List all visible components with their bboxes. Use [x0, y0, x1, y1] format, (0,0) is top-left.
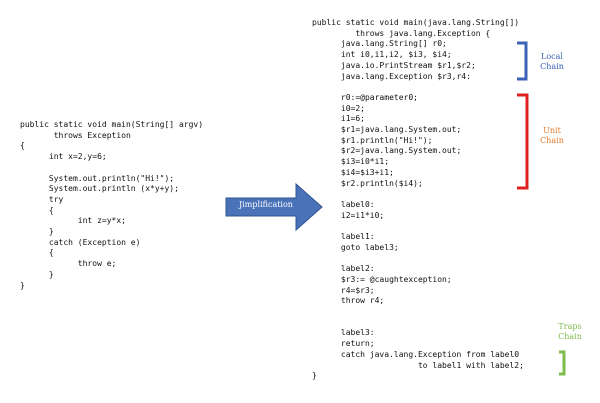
jimple-code-line: i2=i1*i0;: [312, 210, 385, 220]
jimple-code-line: $r1.println("Hi!");: [312, 135, 433, 145]
java-code-line: System.out.println("Hi!");: [20, 173, 175, 183]
jimple-code-line: java.lang.Exception $r3,r4:: [312, 71, 471, 81]
jimple-code-line: catch java.lang.Exception from label0: [312, 349, 520, 359]
unit-chain-bracket: [517, 93, 529, 190]
java-code-line: {: [20, 248, 54, 258]
jimple-code-line: i1=6;: [312, 114, 365, 124]
java-code-line: int z=y*x;: [20, 216, 126, 226]
jimple-code-line: r0:=@parameter0;: [312, 92, 418, 102]
jimple-code-line: public static void main(java.lang.String…: [312, 18, 520, 27]
java-code-line: {: [20, 141, 25, 151]
jimple-code-line: java.io.PrintStream $r1,$r2;: [312, 60, 476, 70]
java-code-line: }: [20, 280, 25, 290]
unit-chain-label-line: Unit: [543, 126, 561, 135]
jimple-code-line: $r1=java.lang.System.out;: [312, 125, 462, 135]
jimplification-arrow: [225, 182, 323, 232]
jimple-code-line: label0:: [312, 199, 375, 209]
jimple-code-line: i0=2;: [312, 103, 365, 113]
traps-chain-bracket: [559, 350, 566, 376]
jimple-code-line: int i0,i1,i2, $i3, $i4;: [312, 50, 452, 60]
jimple-code-line: label3:: [312, 328, 375, 338]
java-code-line: public static void main(String[] argv): [20, 120, 204, 129]
java-code-line: {: [20, 205, 54, 215]
unit-chain-label-line: Chain: [540, 136, 564, 145]
jimple-code-line: throw r4;: [312, 296, 385, 306]
traps-chain-label-line: Traps: [558, 322, 582, 331]
local-chain-label-line: Chain: [540, 62, 564, 71]
jimple-code-line: java.lang.String[] r0;: [312, 39, 447, 49]
traps-chain-label-line: Chain: [558, 332, 582, 341]
java-source-code: public static void main(String[] argv) t…: [20, 120, 203, 291]
local-chain-label-line: Local: [541, 52, 563, 61]
jimple-code-line: $r2=java.lang.System.out;: [312, 146, 462, 156]
java-code-line: System.out.println (x*y+y);: [20, 184, 179, 194]
java-code-line: int x=2,y=6;: [20, 152, 107, 162]
jimple-code-line: goto label3;: [312, 242, 399, 252]
java-code-line: }: [20, 227, 54, 237]
java-code-line: catch (Exception e): [20, 237, 141, 247]
local-chain-bracket: [517, 41, 528, 81]
jimple-code-line: return;: [312, 339, 375, 349]
jimple-code-line: throws java.lang.Exception {: [312, 28, 491, 38]
jimple-code-line: to label1 with label2;: [312, 360, 524, 370]
jimple-code-line: label1:: [312, 232, 375, 242]
java-code-line: throw e;: [20, 259, 117, 269]
jimple-code-line: }: [312, 371, 317, 381]
jimple-code-line: label2:: [312, 264, 375, 274]
java-code-line: }: [20, 269, 54, 279]
jimple-code-line: r4=$r3;: [312, 285, 375, 295]
jimple-code-line: $i4=$i3+i1;: [312, 167, 394, 177]
jimple-code-line: $r3:= @caughtexception;: [312, 274, 452, 284]
java-code-line: throws Exception: [20, 130, 131, 140]
java-code-line: try: [20, 194, 64, 204]
jimple-code: public static void main(java.lang.String…: [312, 18, 524, 382]
jimple-code-line: $i3=i0*i1;: [312, 157, 390, 167]
jimplification-label: Jimplification: [239, 200, 293, 209]
jimple-code-line: $r2.println($i4);: [312, 178, 423, 188]
